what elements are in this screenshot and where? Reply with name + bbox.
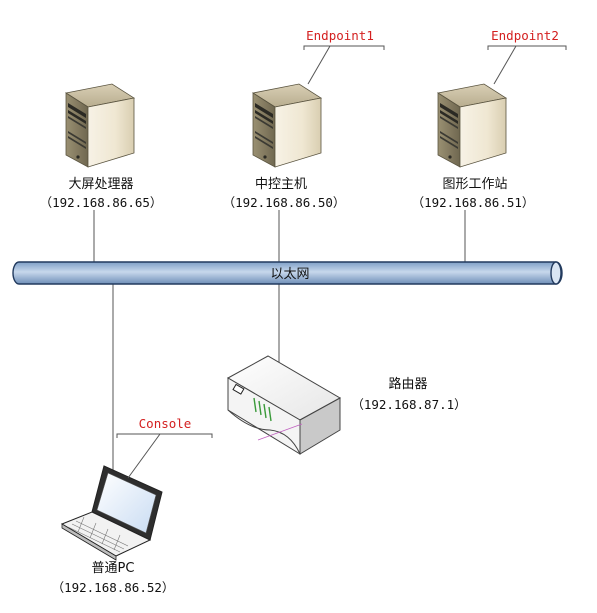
connection-lines bbox=[93, 210, 466, 470]
node-pc: 普通PC （192.168.86.52） Console bbox=[52, 416, 213, 595]
display-processor-name: 大屏处理器 bbox=[68, 177, 133, 192]
pc-name: 普通PC bbox=[92, 561, 135, 576]
graphics-workstation-name: 图形工作站 bbox=[442, 177, 507, 192]
node-graphics-workstation: 图形工作站 （192.168.86.51） Endpoint2 bbox=[412, 28, 567, 210]
server-icon bbox=[65, 83, 135, 168]
laptop-icon bbox=[60, 465, 163, 561]
ethernet-bus: 以太网 bbox=[12, 261, 563, 285]
server-icon bbox=[252, 83, 322, 168]
node-display-processor: 大屏处理器 （192.168.86.65） bbox=[40, 83, 163, 210]
graphics-workstation-ip: （192.168.86.51） bbox=[412, 195, 535, 210]
console-label: Console bbox=[139, 416, 192, 431]
router-ip: （192.168.87.1） bbox=[351, 397, 466, 412]
router-name: 路由器 bbox=[388, 376, 427, 392]
endpoint2-label: Endpoint2 bbox=[491, 28, 559, 43]
ethernet-label: 以太网 bbox=[270, 267, 309, 282]
control-host-ip: （192.168.86.50） bbox=[223, 195, 346, 210]
node-control-host: 中控主机 （192.168.86.50） Endpoint1 bbox=[223, 28, 385, 210]
server-icon bbox=[437, 83, 507, 168]
control-host-callout: Endpoint1 bbox=[303, 28, 385, 85]
graphics-workstation-callout: Endpoint2 bbox=[487, 28, 567, 85]
pc-ip: （192.168.86.52） bbox=[52, 580, 175, 595]
endpoint1-label: Endpoint1 bbox=[306, 28, 374, 43]
display-processor-ip: （192.168.86.65） bbox=[40, 195, 163, 210]
control-host-name: 中控主机 bbox=[255, 177, 307, 192]
pc-callout: Console bbox=[116, 416, 213, 479]
router-icon bbox=[226, 355, 342, 455]
node-router: 路由器 （192.168.87.1） bbox=[226, 355, 467, 455]
